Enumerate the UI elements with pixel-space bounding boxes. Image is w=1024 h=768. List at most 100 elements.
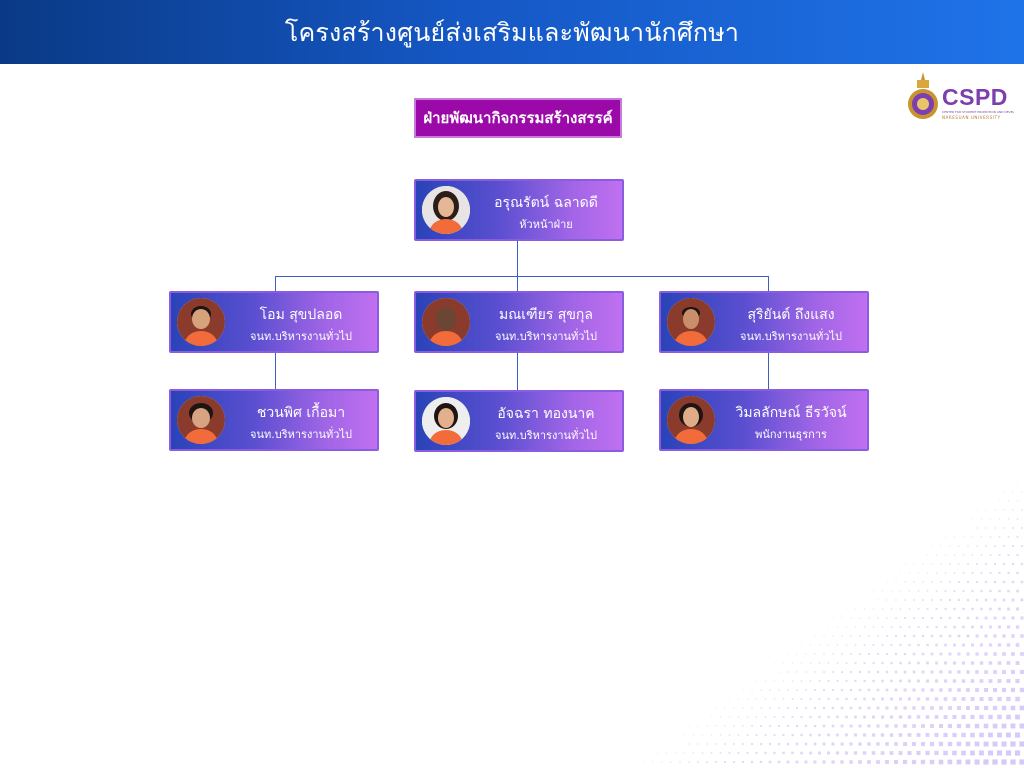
decor-dot [908, 661, 911, 665]
org-card-staff[interactable]: สุริยันต์ ถึงแสง จนท.บริหารงานทั่วไป [659, 291, 869, 353]
decor-dot [854, 679, 857, 682]
decor-dot [988, 696, 993, 701]
decor-dot [783, 662, 784, 664]
decor-dot [876, 760, 880, 764]
decor-dot [939, 634, 943, 638]
decor-dot [1011, 562, 1015, 566]
person-photo-icon [422, 186, 470, 234]
decor-dot [917, 626, 920, 628]
decor-dot [1015, 732, 1021, 738]
decor-dot [760, 725, 762, 727]
org-card-head[interactable]: อรุณรัตน์ ฉลาดดี หัวหน้าฝ่าย [414, 179, 624, 241]
decor-dot [760, 743, 763, 746]
decor-dot [966, 598, 970, 602]
decor-dot [983, 759, 989, 765]
decor-dot [926, 590, 929, 592]
decor-dot [974, 705, 980, 711]
decor-dot [895, 599, 897, 601]
decor-dot [1007, 554, 1010, 556]
decor-dot [944, 590, 947, 592]
decor-dot [1012, 545, 1014, 547]
decor-dot [948, 706, 952, 710]
decor-dot [1012, 491, 1014, 493]
decor-dot [908, 626, 911, 628]
decor-dot [930, 634, 934, 638]
decor-dot [845, 626, 847, 628]
decor-dot [661, 743, 663, 745]
decor-dot [957, 652, 961, 656]
decor-dot [912, 706, 916, 710]
decor-dot [970, 750, 975, 756]
decor-dot [832, 617, 834, 619]
decor-dot [1019, 687, 1024, 693]
decor-dot [962, 643, 965, 647]
decor-dot [970, 661, 975, 665]
decor-dot [1007, 607, 1010, 611]
decor-dot [961, 697, 966, 701]
decor-dot [859, 635, 861, 637]
person-role: จนท.บริหารงานทั่วไป [740, 330, 842, 343]
decor-dot [948, 652, 952, 656]
decor-dot [912, 724, 916, 728]
decor-dot [792, 662, 794, 664]
org-card-staff[interactable]: วิมลลักษณ์ ธีรวัจน์ พนักงานธุรการ [659, 389, 869, 451]
decor-dot [904, 599, 906, 601]
decor-dot [935, 643, 938, 647]
decor-dot [983, 741, 989, 747]
decor-dot [1010, 705, 1016, 711]
decor-dot [849, 760, 853, 764]
decor-dot [724, 707, 726, 709]
decor-dot [809, 715, 812, 719]
decor-dot [966, 616, 970, 620]
decor-dot [854, 626, 857, 628]
decor-dot [962, 554, 965, 556]
decor-dot [980, 607, 983, 611]
decor-dot [926, 661, 929, 665]
org-card-staff[interactable]: โอม สุขปลอด จนท.บริหารงานทั่วไป [169, 291, 379, 353]
decor-dot [814, 671, 816, 673]
decor-dot [938, 741, 944, 747]
decor-dot [733, 725, 735, 727]
decor-dot [1020, 598, 1024, 602]
org-card-staff[interactable]: อัจฉรา ทองนาค จนท.บริหารงานทั่วไป [414, 390, 624, 452]
decor-dot [920, 759, 926, 765]
decor-dot [993, 688, 998, 693]
decor-dot [966, 652, 970, 656]
decor-dot [850, 671, 852, 673]
decor-dot [773, 734, 776, 736]
avatar [667, 396, 715, 444]
decor-dot [1003, 545, 1005, 547]
decor-dot [791, 698, 794, 700]
decor-dot [1003, 527, 1005, 529]
decor-dot [814, 635, 816, 637]
decor-dot [979, 714, 984, 720]
decor-dot [1008, 500, 1010, 502]
org-card-staff[interactable]: มณเฑียร สุขกุล จนท.บริหารงานทั่วไป [414, 291, 624, 353]
org-card-staff[interactable]: ชวนพิศ เกื้อมา จนท.บริหารงานทั่วไป [169, 389, 379, 451]
decor-dot [967, 527, 969, 529]
decor-dot [768, 742, 772, 746]
decor-dot [859, 617, 861, 619]
decor-dot [943, 732, 948, 738]
decor-dot [728, 752, 731, 754]
decor-dot [993, 598, 997, 602]
decor-dot [979, 661, 984, 665]
decor-dot [746, 734, 749, 736]
decor-dot [918, 554, 919, 556]
decor-dot [872, 715, 875, 719]
decor-dot [891, 590, 893, 592]
decor-dot [827, 697, 830, 700]
decor-dot [769, 725, 771, 727]
decor-dot [877, 581, 879, 583]
decor-dot [926, 679, 929, 683]
decor-dot [940, 599, 942, 601]
decor-dot [746, 752, 749, 754]
decor-dot [769, 689, 771, 691]
decor-dot [867, 724, 871, 728]
decor-dot [814, 653, 816, 655]
decor-dot [1016, 589, 1019, 593]
person-name: วิมลลักษณ์ ธีรวัจน์ [735, 405, 847, 421]
person-role: พนักงานธุรการ [755, 428, 827, 441]
decor-dot [930, 670, 934, 674]
decor-dot [858, 760, 862, 764]
